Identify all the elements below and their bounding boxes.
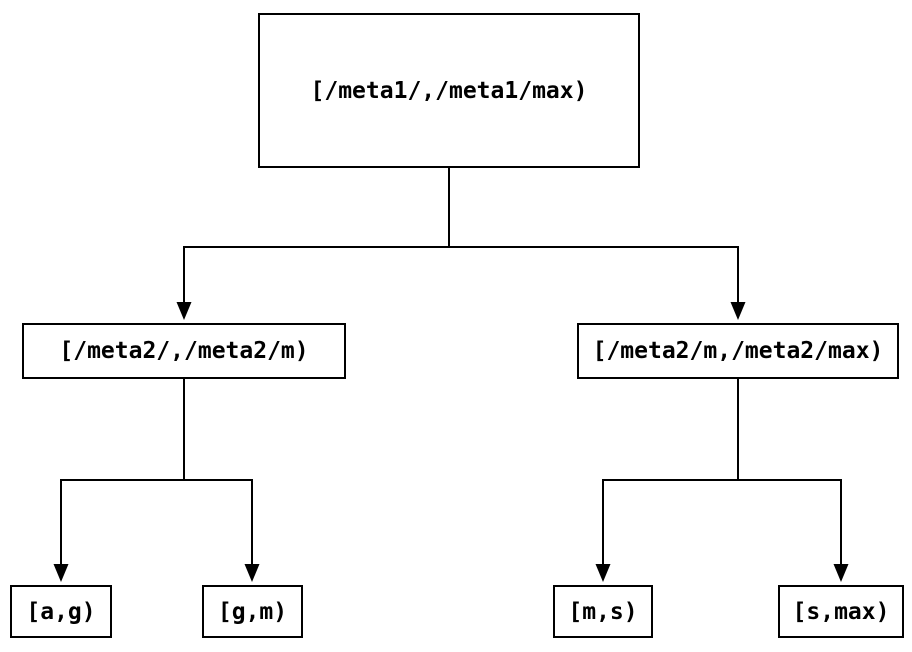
node-meta2-low-interval: [/meta2/,/meta2/m) (22, 323, 346, 379)
node-root-interval: [/meta1/,/meta1/max) (258, 13, 640, 168)
node-leaf-a-g: [a,g) (10, 585, 112, 638)
node-leaf-s-max-label: [s,max) (792, 598, 890, 625)
node-meta2-high-interval: [/meta2/m,/meta2/max) (577, 323, 899, 379)
node-leaf-a-g-label: [a,g) (26, 598, 96, 625)
node-leaf-g-m: [g,m) (202, 585, 303, 638)
arrowhead-leaf-s-max (833, 564, 849, 582)
edge-root-to-meta2-low (183, 168, 450, 302)
edge-meta2-high-to-leaf-s-max (737, 379, 842, 564)
edge-meta2-low-to-leaf-a-g (60, 379, 185, 564)
arrowhead-leaf-m-s (595, 564, 611, 582)
node-leaf-s-max: [s,max) (778, 585, 904, 638)
edge-meta2-high-to-leaf-m-s (602, 379, 739, 564)
node-leaf-g-m-label: [g,m) (217, 598, 288, 625)
node-leaf-m-s-label: [m,s) (568, 598, 638, 625)
node-root-label: [/meta1/,/meta1/max) (310, 77, 588, 104)
edge-meta2-low-to-leaf-g-m (183, 379, 253, 564)
edge-root-to-meta2-high (448, 168, 739, 302)
node-meta2-high-label: [/meta2/m,/meta2/max) (592, 338, 884, 364)
arrowhead-meta2-high (730, 302, 746, 320)
arrowhead-leaf-g-m (244, 564, 260, 582)
node-leaf-m-s: [m,s) (553, 585, 653, 638)
node-meta2-low-label: [/meta2/,/meta2/m) (59, 338, 309, 364)
arrowhead-leaf-a-g (53, 564, 69, 582)
arrowhead-meta2-low (176, 302, 192, 320)
